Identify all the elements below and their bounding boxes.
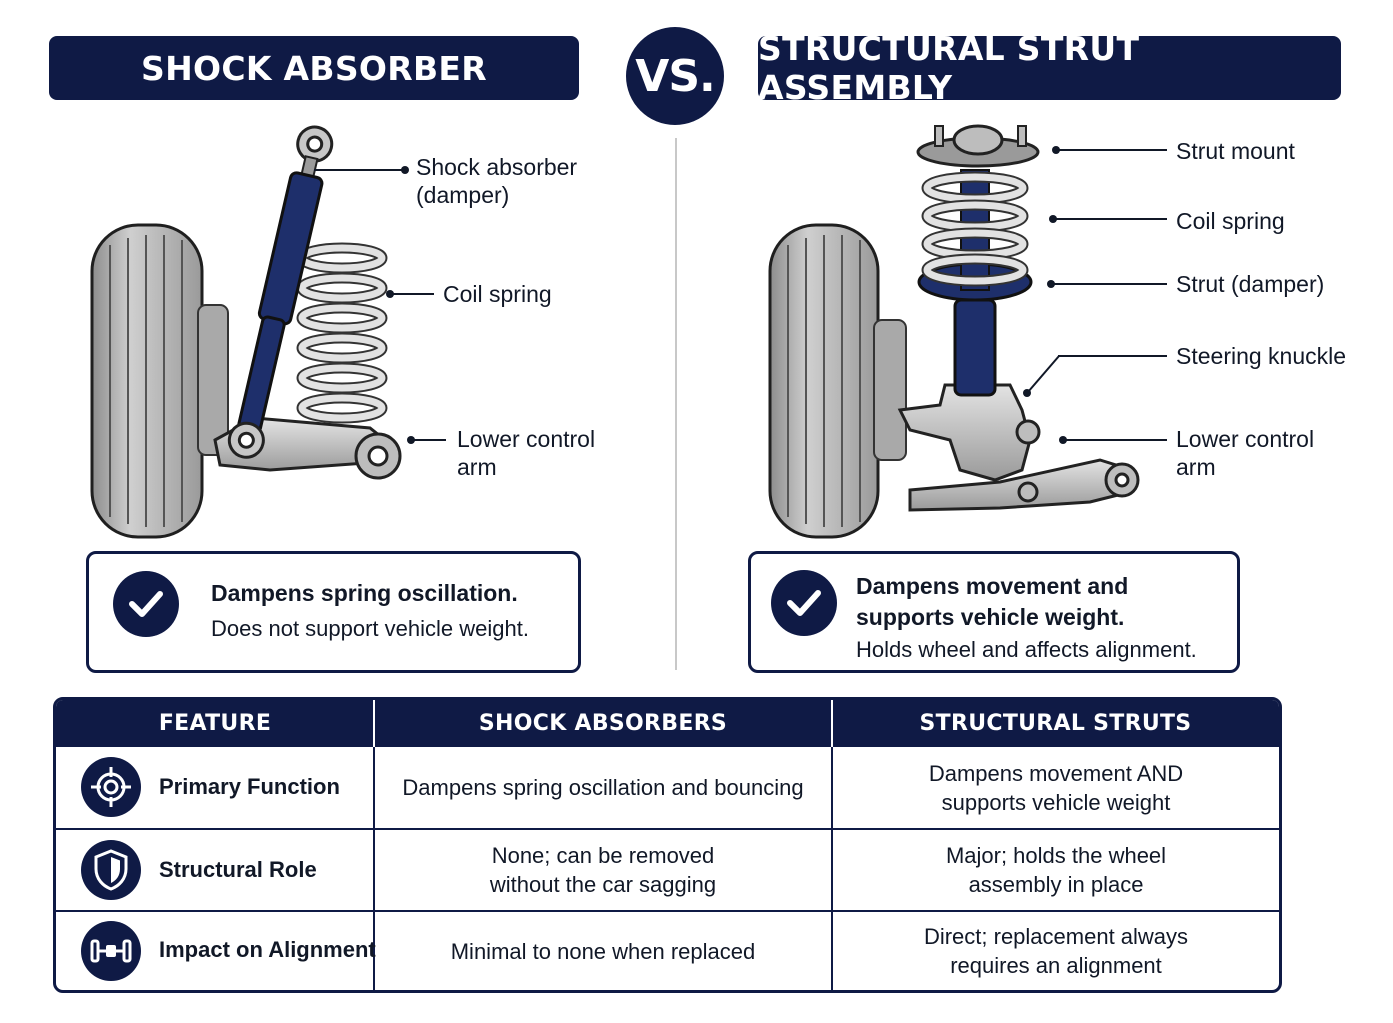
strut-damper-callout: Strut (damper) [1176, 271, 1325, 297]
table-header: FEATURE SHOCK ABSORBERS STRUCTURAL STRUT… [56, 700, 1279, 747]
checkmark-icon [771, 570, 837, 636]
right-coil-spring-leader [1049, 215, 1167, 223]
wheel-tire [90, 223, 229, 539]
right-control-arm-leader [1059, 436, 1167, 444]
steering-knuckle-callout: Steering knuckle [1176, 343, 1347, 369]
table-row: Impact on Alignment Minimal to none when… [56, 912, 1279, 990]
coil-spring [921, 171, 1029, 287]
right-coil-spring-callout: Coil spring [1176, 208, 1285, 234]
table-row: Primary Function Dampens spring oscillat… [56, 747, 1279, 828]
checkmark-icon [113, 571, 179, 637]
steering-knuckle-leader-diag [1023, 355, 1060, 397]
feature-label: Structural Role [159, 857, 317, 882]
coil-spring-callout: Coil spring [443, 281, 552, 307]
shield-icon [81, 840, 141, 900]
header-structural-struts: STRUCTURAL STRUTS [919, 711, 1192, 736]
shock-absorber-illustration [90, 125, 402, 539]
center-divider [675, 138, 677, 670]
shock-absorber-title: SHOCK ABSORBER [49, 36, 579, 100]
shock-summary-title: Dampens spring oscillation. [211, 580, 518, 606]
feature-label: Impact on Alignment [159, 937, 376, 962]
strut-summary-title-line2: supports vehicle weight. [856, 604, 1125, 630]
feature-label: Primary Function [159, 774, 340, 799]
strut-summary-title-line1: Dampens movement and [856, 573, 1129, 599]
header-shock-absorbers: SHOCK ABSORBERS [478, 711, 728, 736]
strut-summary-text: Holds wheel and affects alignment. [856, 637, 1197, 662]
shock-summary-text: Does not support vehicle weight. [211, 616, 529, 641]
strut-assembly-title: STRUCTURAL STRUT ASSEMBLY [758, 29, 1341, 107]
strut-assembly-illustration [768, 124, 1140, 539]
strut-damper-leader [1047, 280, 1167, 288]
strut-mount [916, 124, 1040, 168]
row-divider [56, 828, 1279, 830]
header-feature: FEATURE [158, 711, 272, 736]
coil-spring-leader [386, 290, 434, 298]
control-arm-leader [407, 436, 446, 444]
steering-knuckle [897, 383, 1041, 503]
strut-mount-callout: Strut mount [1176, 138, 1295, 164]
damper-leader [314, 166, 409, 174]
comparison-table: FEATURE SHOCK ABSORBERS STRUCTURAL STRUT… [53, 697, 1282, 993]
header-col-divider [831, 700, 833, 747]
vs-badge: VS. [626, 27, 724, 125]
target-icon [81, 757, 141, 817]
shock-cell: Dampens spring oscillation and bouncing [402, 775, 804, 800]
steering-knuckle-leader [1058, 355, 1167, 357]
alignment-icon [81, 921, 141, 981]
damper-callout: Shock absorber (damper) [416, 154, 578, 208]
shock-summary-box: Dampens spring oscillation. Does not sup… [86, 551, 581, 673]
header-col-divider [373, 700, 375, 747]
coil-spring [296, 242, 388, 424]
col-divider [373, 747, 375, 990]
shock-absorber-damper [227, 125, 334, 459]
col-divider [831, 747, 833, 990]
row-divider [56, 910, 1279, 912]
right-control-arm-callout: Lower control arm [1176, 426, 1315, 480]
control-arm-callout: Lower control arm [457, 426, 596, 480]
wheel-tire [768, 223, 907, 539]
strut-summary-box: Dampens movement and supports vehicle we… [748, 551, 1240, 673]
shock-cell: Minimal to none when replaced [450, 938, 756, 964]
strut-mount-leader [1052, 146, 1167, 154]
